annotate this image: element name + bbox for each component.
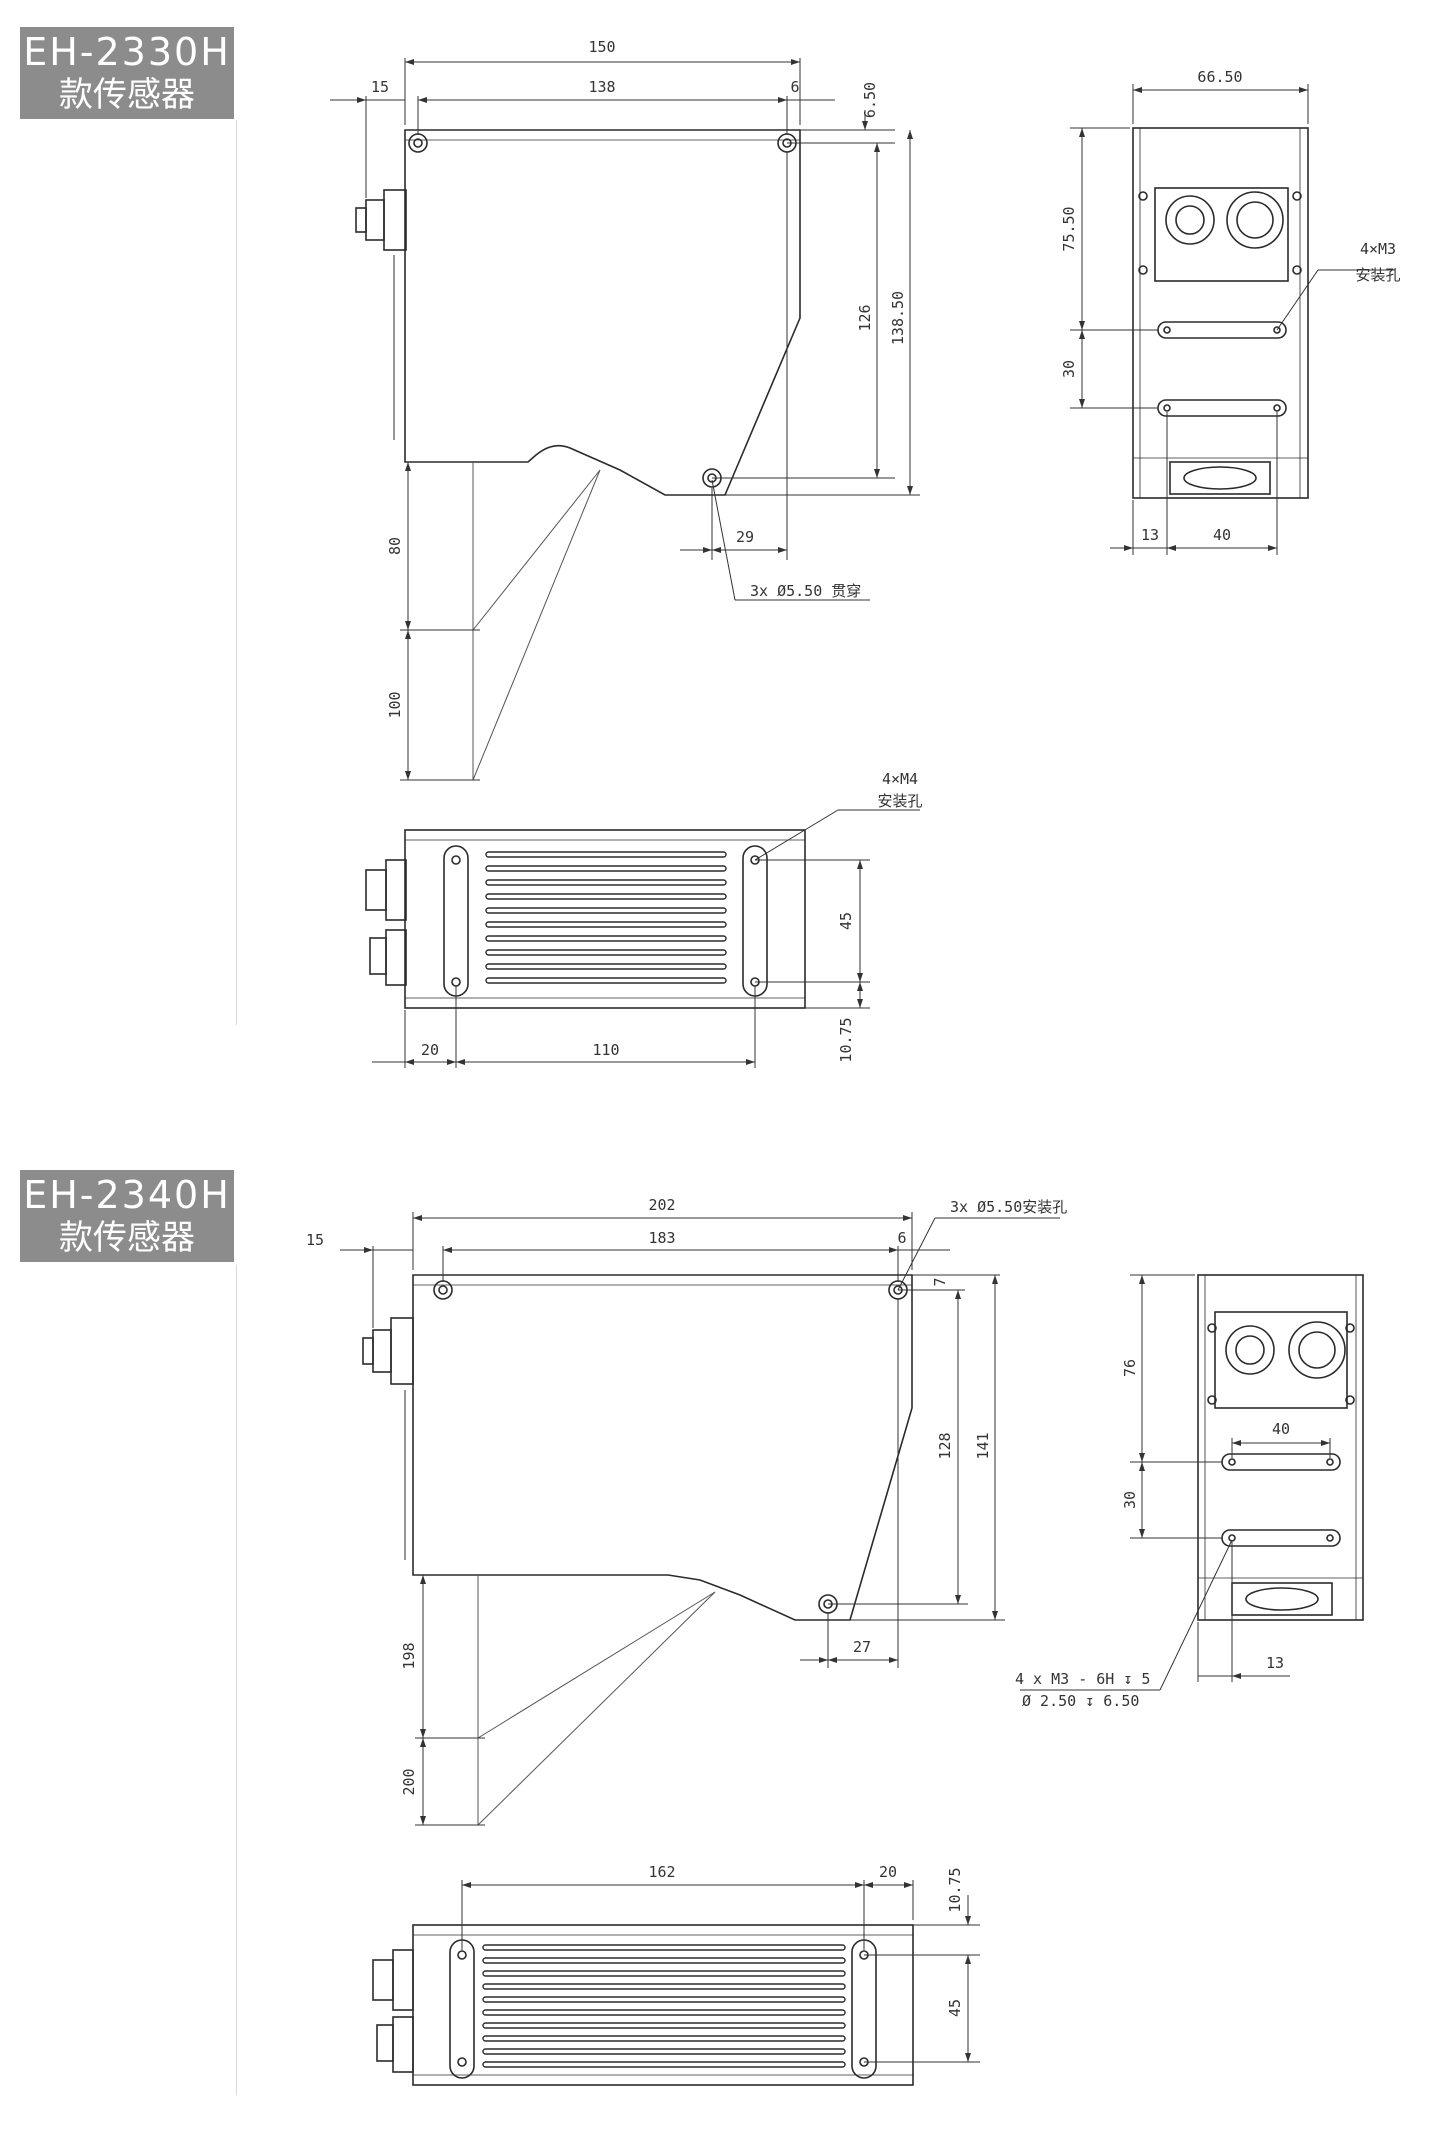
dim-6: 6 bbox=[897, 1229, 906, 1247]
eh2330h-side-view bbox=[355, 129, 801, 781]
eh2330h-end-view bbox=[1132, 127, 1309, 499]
model-title: EH-2330H bbox=[23, 30, 231, 74]
eh2340h-side-view bbox=[362, 1274, 913, 1826]
divider-line bbox=[236, 1265, 237, 2095]
dim-20: 20 bbox=[421, 1041, 439, 1059]
eh2330h-end-labels: 66.50 75.50 30 13 40 4×M3 安装孔 bbox=[1060, 68, 1401, 544]
dim-6-50: 6.50 bbox=[861, 82, 879, 118]
dim-45: 45 bbox=[837, 912, 855, 930]
eh2340h-bottom-dims bbox=[461, 1880, 980, 2063]
m3-note-line1: 4×M3 bbox=[1360, 240, 1396, 258]
model-subtitle: 款传感器 bbox=[59, 1218, 195, 1258]
dim-30: 30 bbox=[1060, 360, 1078, 378]
dim-66-50: 66.50 bbox=[1197, 68, 1242, 86]
dim-183: 183 bbox=[648, 1229, 675, 1247]
eh2330h-bottom-labels: 45 10.75 20 110 4×M4 安装孔 bbox=[421, 770, 923, 1063]
m3-note-line2: 安装孔 bbox=[1355, 266, 1400, 284]
dim-40: 40 bbox=[1272, 1420, 1290, 1438]
dim-138-50: 138.50 bbox=[889, 291, 907, 345]
dim-75-50: 75.50 bbox=[1060, 206, 1078, 251]
dim-198: 198 bbox=[400, 1642, 418, 1669]
dim-126: 126 bbox=[856, 304, 874, 331]
model-badge-eh2340h: EH-2340H 款传感器 bbox=[20, 1170, 234, 1262]
dim-13: 13 bbox=[1141, 526, 1159, 544]
thread-note-line2: Ø 2.50 ↧ 6.50 bbox=[1022, 1692, 1139, 1710]
dim-45: 45 bbox=[946, 1999, 964, 2017]
model-title: EH-2340H bbox=[23, 1173, 231, 1217]
dim-128: 128 bbox=[936, 1432, 954, 1459]
hole-note: 3x Ø5.50 贯穿 bbox=[750, 582, 861, 600]
dim-141: 141 bbox=[974, 1432, 992, 1459]
dim-200: 200 bbox=[400, 1768, 418, 1795]
dim-110: 110 bbox=[592, 1041, 619, 1059]
eh2340h-end-view bbox=[1197, 1274, 1364, 1621]
dim-29: 29 bbox=[736, 528, 754, 546]
dim-76: 76 bbox=[1121, 1359, 1139, 1377]
eh2330h-end-dims bbox=[1070, 84, 1395, 555]
dim-15: 15 bbox=[306, 1231, 324, 1249]
dim-162: 162 bbox=[648, 1863, 675, 1881]
eh2330h-fins bbox=[485, 851, 727, 984]
hole-note: 3x Ø5.50安装孔 bbox=[950, 1198, 1067, 1216]
dim-40: 40 bbox=[1213, 526, 1231, 544]
eh2330h-bottom-dims bbox=[372, 809, 920, 1068]
dim-15: 15 bbox=[371, 78, 389, 96]
eh2340h-dim-labels: 202 15 183 6 7 3x Ø5.50安装孔 128 141 27 19… bbox=[306, 1196, 1067, 1796]
dim-30: 30 bbox=[1121, 1491, 1139, 1509]
eh2330h-dimensions bbox=[330, 58, 920, 781]
m4-note-line2: 安装孔 bbox=[877, 792, 922, 810]
dim-138: 138 bbox=[588, 78, 615, 96]
dim-7: 7 bbox=[931, 1277, 949, 1286]
dim-10-75: 10.75 bbox=[946, 1867, 964, 1912]
dim-6: 6 bbox=[790, 78, 799, 96]
m4-note-line1: 4×M4 bbox=[882, 770, 918, 788]
model-badge-eh2330h: EH-2330H 款传感器 bbox=[20, 27, 234, 119]
dim-13: 13 bbox=[1266, 1654, 1284, 1672]
dim-202: 202 bbox=[648, 1196, 675, 1214]
eh2340h-bottom-labels: 162 20 10.75 45 bbox=[648, 1863, 964, 2017]
dim-20: 20 bbox=[879, 1863, 897, 1881]
dim-150: 150 bbox=[588, 38, 615, 56]
dim-27: 27 bbox=[853, 1638, 871, 1656]
eh2340h-bottom-view bbox=[372, 1924, 914, 2086]
dim-10-75: 10.75 bbox=[837, 1017, 855, 1062]
eh2340h-dimensions bbox=[340, 1212, 1060, 1826]
eh2340h-end-dims bbox=[1020, 1274, 1331, 1691]
eh2330h-dim-labels: 150 15 138 6 6.50 126 138.50 29 3x Ø5.50… bbox=[371, 38, 907, 719]
model-subtitle: 款传感器 bbox=[59, 75, 195, 115]
eh2340h-fins bbox=[482, 1944, 846, 2068]
dim-100: 100 bbox=[386, 691, 404, 718]
eh2340h-end-labels: 76 30 40 13 4 x M3 - 6H ↧ 5 Ø 2.50 ↧ 6.5… bbox=[1015, 1359, 1290, 1710]
dim-80: 80 bbox=[386, 537, 404, 555]
divider-line bbox=[236, 120, 237, 1025]
thread-note-line1: 4 x M3 - 6H ↧ 5 bbox=[1015, 1670, 1150, 1688]
